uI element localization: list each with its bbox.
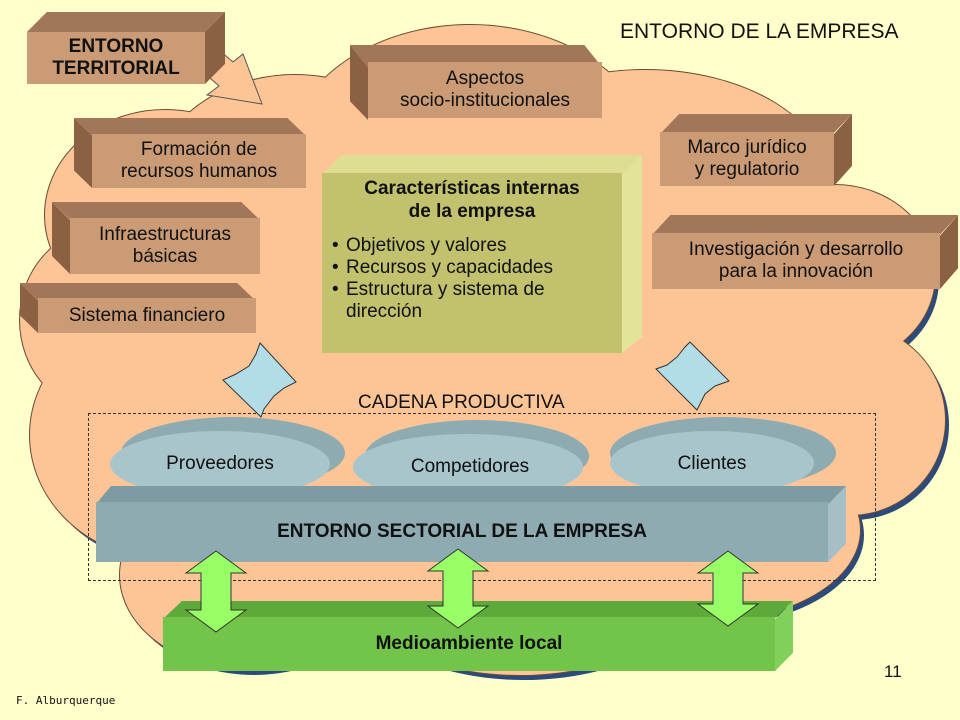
chain-item-clientes: Clientes [677,453,747,474]
medio-bar-side [775,601,793,671]
sectorial-label: ENTORNO SECTORIAL DE LA EMPRESA [277,521,647,542]
internal-box-side [622,155,642,353]
formacion-box-top [74,118,306,136]
territorial-label: ENTORNO TERRITORIAL [52,36,180,79]
cadena-productiva-frame [88,413,876,581]
blue-double-arrow-right [655,341,730,411]
blue-double-arrow-left [222,342,297,418]
medio-bar: Medioambiente local [163,617,775,671]
cadena-productiva-label: CADENA PRODUCTIVA [358,392,565,413]
territorial-box-side [205,12,225,84]
internal-bullet: • Estructura y sistema de dirección [332,279,612,323]
investigacion-box-side [940,215,958,289]
green-double-arrow [184,550,248,633]
page-number: 11 [884,662,902,681]
infraestructuras-label: Infraestructuras básicas [99,224,231,267]
internal-bullet-text: Recursos y capacidades [346,257,553,278]
internal-heading: Características internas de la empresa [364,178,580,222]
internal-bullet: • Objetivos y valores [332,235,612,257]
marco-label: Marco jurídico y regulatorio [687,137,807,180]
sistema-financiero-box-top [20,283,256,301]
sectorial-bar-top [96,486,846,504]
sectorial-bar: ENTORNO SECTORIAL DE LA EMPRESA [96,502,828,562]
infraestructuras-box: Infraestructuras básicas [70,218,260,274]
green-double-arrow [696,550,760,627]
green-double-arrow [426,548,490,629]
bullet-icon: • [332,257,339,278]
internal-bullet: • Recursos y capacidades [332,257,612,279]
internal-bullet-text: Estructura y sistema de dirección [346,279,545,322]
sectorial-bar-side [828,486,846,562]
sistema-financiero-label: Sistema financiero [68,304,226,326]
bullet-icon: • [332,279,339,300]
investigacion-label: Investigación y desarrollo para la innov… [688,239,904,282]
formacion-box-side [74,118,92,188]
internal-box-top [322,155,642,175]
aspectos-label: Aspectos socio-institucionales [399,68,571,111]
formacion-label: Formación de recursos humanos [120,139,278,182]
marco-box: Marco jurídico y regulatorio [660,132,834,186]
chain-item-competidores: Competidores [410,456,530,477]
investigacion-box: Investigación y desarrollo para la innov… [652,233,940,289]
aspectos-box-top [350,45,602,67]
medio-label: Medioambiente local [375,633,563,654]
internal-bullet-text: Objetivos y valores [346,235,507,256]
sistema-financiero-box: Sistema financiero [38,298,256,333]
investigacion-box-top [652,215,958,235]
internal-box: Características internas de la empresa •… [322,173,622,353]
marco-box-side [834,114,852,186]
author-credit: F. Alburquerque [16,694,116,707]
bullet-icon: • [332,235,339,256]
aspectos-box-side [350,45,368,120]
infraestructuras-box-top [52,202,260,220]
chain-item-proveedores: Proveedores [166,453,274,474]
infraestructuras-box-side [52,202,70,274]
page-title: ENTORNO DE LA EMPRESA [620,20,899,43]
formacion-box: Formación de recursos humanos [92,134,306,188]
aspectos-box: Aspectos socio-institucionales [368,62,602,118]
territorial-box-top [27,12,225,32]
territorial-box: ENTORNO TERRITORIAL [27,32,205,84]
marco-box-top [660,114,852,134]
